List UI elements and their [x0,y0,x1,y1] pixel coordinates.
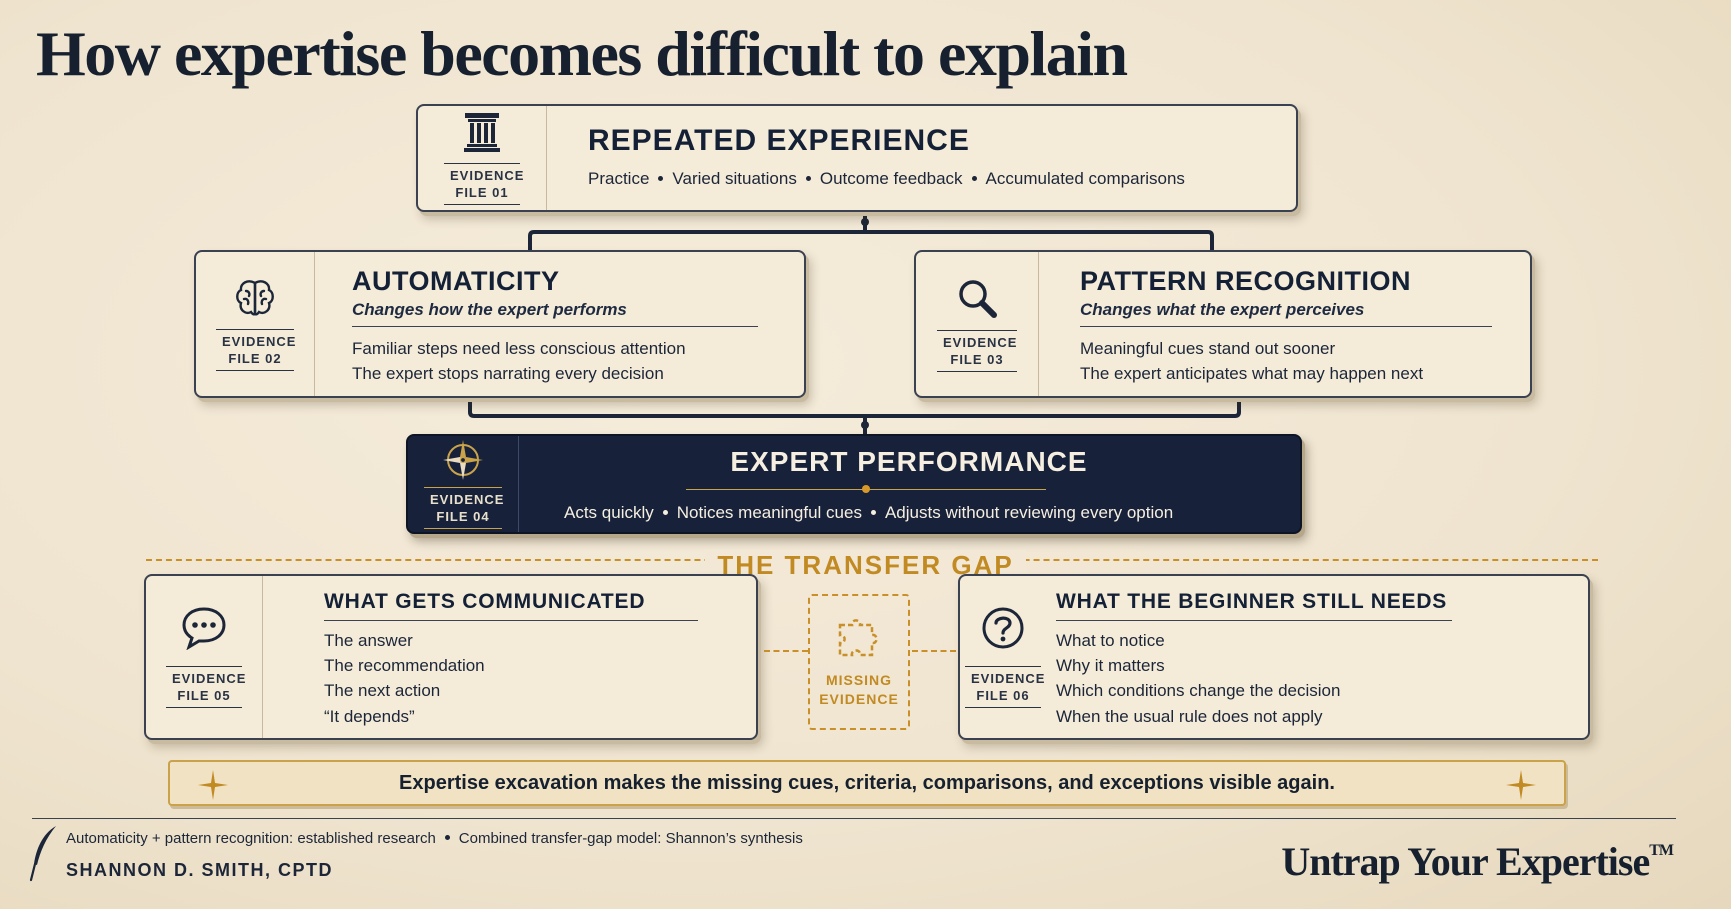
performance-heading-wrap: EXPERT PERFORMANCE [518,446,1300,478]
evidence-file-03: EVIDENCE FILE 03 [916,252,1039,396]
item-acts-quickly: Acts quickly [564,503,654,522]
magnifier-icon [959,280,997,318]
evidence-label: EVIDENCE FILE 04 [424,487,503,529]
gold-dot [862,485,870,493]
card-line-4: When the usual rule does not apply [1056,707,1323,726]
star-icon [198,770,228,800]
card-items: Acts quickly Notices meaningful cues Adjus… [564,500,1173,525]
banner-text: Expertise excavation makes the missing c… [399,771,1335,794]
card-automaticity: EVIDENCE FILE 02 AUTOMATICITY Changes ho… [194,250,806,398]
card-repeated-experience: EVIDENCE FILE 01 REPEATED EXPERIENCE Pra… [416,104,1298,212]
card-items: Practice Varied situations Outcome feedbac… [588,166,1185,191]
divider [1056,620,1452,621]
gap-dash-right [912,650,956,652]
item-notices-cues: Notices meaningful cues [676,503,862,522]
brain-icon [236,280,274,316]
item-varied-situations: Varied situations [672,169,797,188]
card-subheading: Changes how the expert performs [352,300,627,319]
evidence-file-05: EVIDENCE FILE 05 [146,576,263,738]
compass-icon [443,440,483,480]
brand-name: Untrap Your Expertise [1281,839,1650,884]
card-line-2: Why it matters [1056,656,1165,675]
card-line-1: Familiar steps need less conscious atten… [352,339,686,358]
quill-icon [29,826,56,882]
card-expert-performance: EVIDENCE FILE 04 EXPERT PERFORMANCE Acts… [406,434,1302,534]
speech-bubble-icon [182,607,226,650]
star-icon [1506,770,1536,800]
card-heading: REPEATED EXPERIENCE [588,124,970,157]
card-heading: WHAT THE BEGINNER STILL NEEDS [1056,590,1448,613]
card-line-2: The expert stops narrating every decisio… [352,364,664,383]
divider [352,326,758,327]
evidence-file-04: EVIDENCE FILE 04 [408,436,519,532]
card-line-1: What to notice [1056,631,1165,650]
footer-author: SHANNON D. SMITH, CPTD [66,860,333,880]
footer-rule [32,818,1676,819]
card-heading: PATTERN RECOGNITION [1080,266,1411,296]
card-line-2: The recommendation [324,656,485,675]
card-heading: WHAT GETS COMMUNICATED [324,590,646,613]
missing-evidence-label: MISSING EVIDENCE [819,672,899,707]
trademark: TM [1649,842,1674,859]
evidence-label: EVIDENCE FILE 03 [937,330,1017,372]
gap-dash-left [764,650,808,652]
missing-evidence: MISSING EVIDENCE [808,594,910,730]
footer-note-research: Automaticity + pattern recognition: esta… [66,830,436,847]
pillar-icon [464,113,500,152]
card-pattern-recognition: EVIDENCE FILE 03 PATTERN RECOGNITION Cha… [914,250,1532,398]
card-line-1: The answer [324,631,413,650]
item-accumulated-comparisons: Accumulated comparisons [985,169,1185,188]
card-line-4: “It depends” [324,707,415,726]
card-line-3: Which conditions change the decision [1056,681,1341,700]
evidence-file-02: EVIDENCE FILE 02 [196,252,315,396]
excavation-banner: Expertise excavation makes the missing c… [168,760,1566,806]
card-line-2: The expert anticipates what may happen n… [1080,364,1424,383]
footer-notes: Automaticity + pattern recognition: esta… [66,830,803,847]
evidence-file-06: EVIDENCE FILE 06 [960,576,1046,738]
page-title: How expertise becomes difficult to expla… [36,18,1128,89]
evidence-label: EVIDENCE FILE 05 [166,666,245,708]
item-outcome-feedback: Outcome feedback [819,169,963,188]
card-beginner-needs: EVIDENCE FILE 06 WHAT THE BEGINNER STILL… [958,574,1590,740]
card-line-1: Meaningful cues stand out sooner [1080,339,1336,358]
evidence-file-01: EVIDENCE FILE 01 [418,106,547,210]
card-heading: AUTOMATICITY [352,266,560,296]
brand-wordmark: Untrap Your ExpertiseTM [1281,838,1674,885]
card-subheading: Changes what the expert perceives [1080,300,1365,319]
evidence-label: EVIDENCE FILE 01 [444,163,523,205]
divider [1080,326,1492,327]
card-heading: EXPERT PERFORMANCE [730,446,1088,477]
item-adjusts: Adjusts without reviewing every option [884,503,1174,522]
divider [324,620,698,621]
evidence-label: EVIDENCE FILE 06 [965,666,1044,708]
footer-note-synthesis: Combined transfer-gap model: Shannon’s s… [458,830,803,847]
card-line-3: The next action [324,681,441,700]
question-icon [982,607,1024,649]
item-practice: Practice [588,169,650,188]
card-what-gets-communicated: EVIDENCE FILE 05 WHAT GETS COMMUNICATED … [144,574,758,740]
puzzle-icon [838,619,878,657]
evidence-label: EVIDENCE FILE 02 [216,329,295,371]
